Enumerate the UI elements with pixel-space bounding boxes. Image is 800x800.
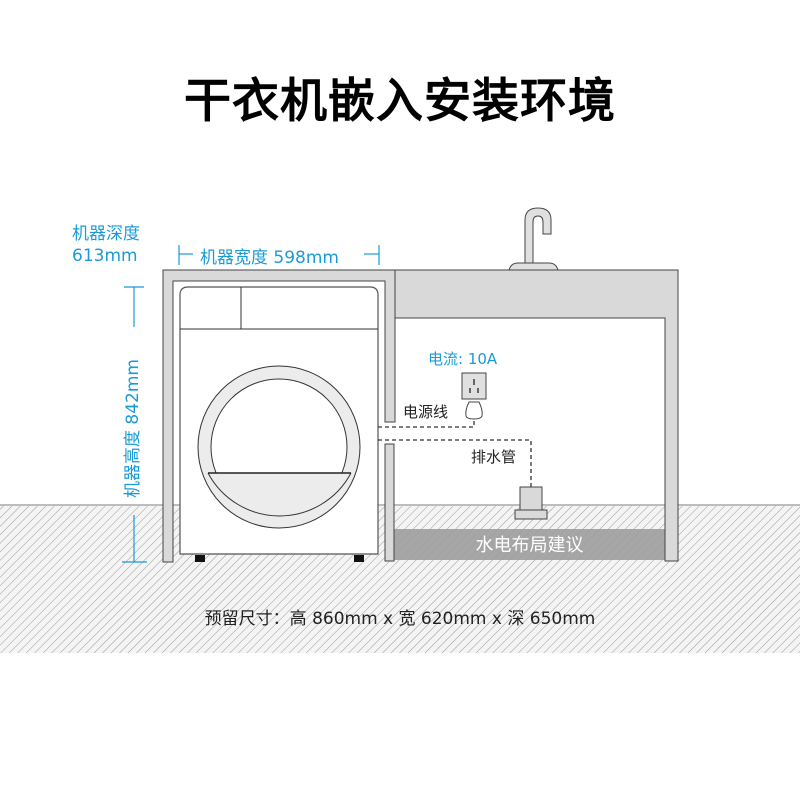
layout-suggestion-label: 水电布局建议 bbox=[475, 535, 584, 556]
dryer-door-icon bbox=[197, 365, 361, 529]
dryer-machine bbox=[179, 286, 379, 562]
height-dimension-label: 机器高度 842mm bbox=[123, 359, 143, 498]
power-cord-label: 电源线 bbox=[403, 403, 449, 421]
width-dimension-line bbox=[178, 245, 380, 265]
depth-dimension: 机器深度 613mm bbox=[72, 223, 140, 267]
dryer-foot-left bbox=[195, 555, 205, 562]
layout-band bbox=[394, 529, 665, 560]
height-dimension-line bbox=[122, 286, 147, 563]
drain-fitting-icon bbox=[514, 486, 548, 520]
current-rating-label: 电流: 10A bbox=[428, 350, 498, 368]
width-dimension-label: 机器宽度 598mm bbox=[200, 248, 339, 268]
utility-lines bbox=[378, 418, 532, 487]
floor-hatch bbox=[0, 504, 800, 653]
dryer-cabinet-frame bbox=[162, 269, 396, 563]
page-title: 干衣机嵌入安装环境 bbox=[184, 74, 616, 129]
drain-pipe-label: 排水管 bbox=[471, 448, 517, 466]
faucet-icon bbox=[508, 207, 559, 271]
depth-label: 机器深度 bbox=[72, 224, 140, 244]
dryer-foot-right bbox=[354, 555, 364, 562]
depth-value: 613mm bbox=[72, 246, 138, 266]
reserve-size-text: 预留尺寸：高 860mm x 宽 620mm x 深 650mm bbox=[204, 609, 596, 629]
power-plug-icon bbox=[465, 401, 483, 420]
power-socket-icon bbox=[461, 372, 487, 400]
